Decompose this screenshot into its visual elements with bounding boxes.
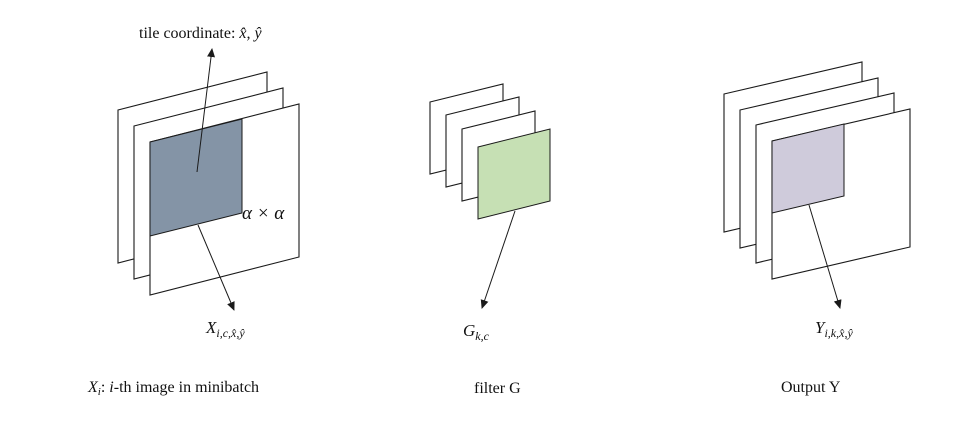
- input-caption: Xi: i-th image in minibatch: [87, 379, 259, 398]
- filter-caption: filter G: [474, 380, 521, 397]
- filter-element-arrow: [480, 210, 516, 309]
- output-element-label: Yi,k,x̂,ŷ: [815, 318, 853, 340]
- tile-size-label: α × α: [242, 203, 285, 224]
- output-stack: [723, 61, 911, 280]
- output-caption: Output Y: [781, 379, 841, 396]
- input-stack: [117, 71, 300, 296]
- output-tile: [771, 123, 845, 214]
- filter-element-label: Gk,c: [463, 321, 490, 343]
- filter-tile: [477, 128, 551, 220]
- filter-stack: [429, 83, 551, 220]
- input-element-arrow: [197, 224, 235, 311]
- tile-coordinate-arrow: [196, 48, 216, 173]
- input-tile: [149, 118, 243, 237]
- output-element-arrow: [808, 204, 842, 309]
- tile-coordinate-label: tile coordinate: x̂, ŷ: [139, 25, 263, 42]
- input-element-label: Xi,c,x̂,ŷ: [205, 318, 245, 340]
